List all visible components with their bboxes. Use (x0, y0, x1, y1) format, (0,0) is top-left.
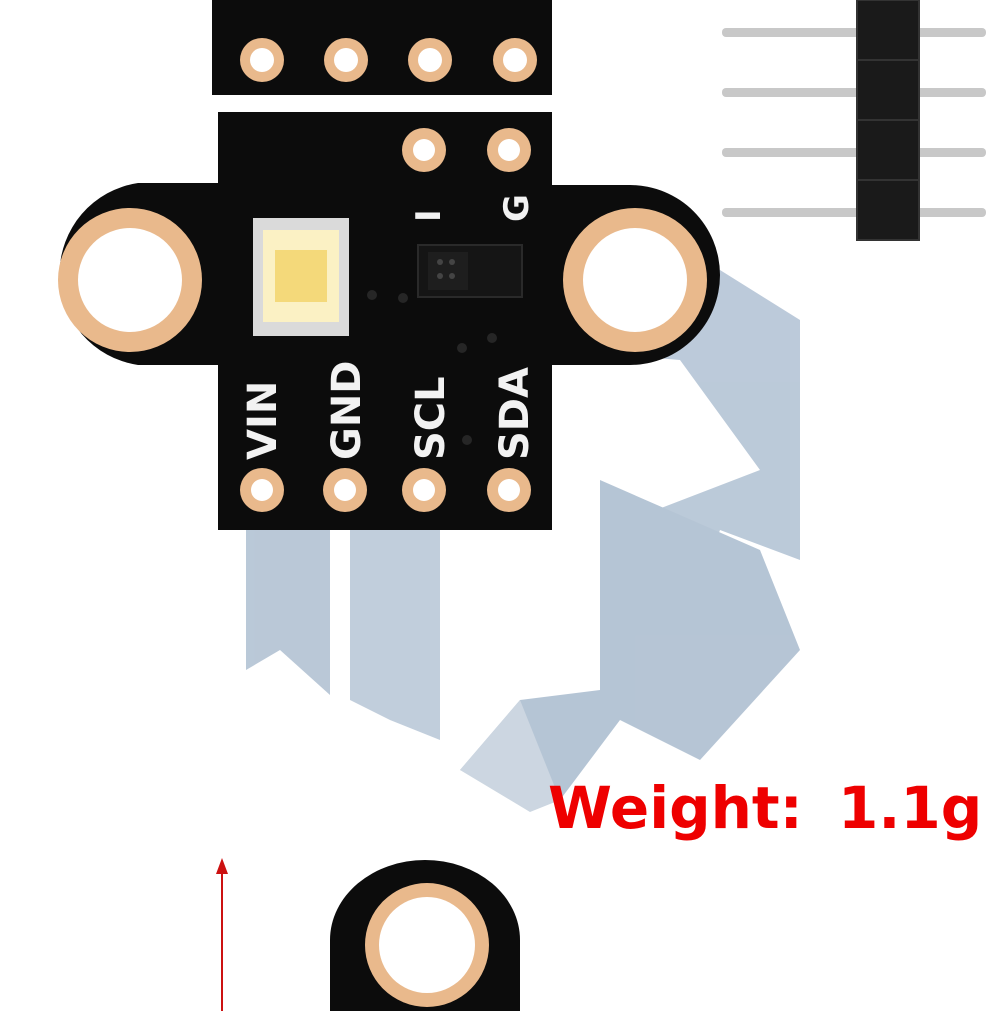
pin-label-scl: SCL (408, 376, 454, 460)
dimension-arrow-icon (216, 858, 228, 1011)
led-icon (253, 218, 349, 336)
pin-label-sda: SDA (492, 367, 538, 460)
pin-label-gnd: GND (324, 360, 370, 460)
weight-value: 1.1g (838, 774, 982, 842)
pcb-top-piece (212, 0, 552, 103)
pcb-side-view (330, 860, 520, 1011)
pin-header-icon (722, 0, 986, 241)
weight-label: Weight: (548, 774, 803, 842)
pcb-board: VIN GND SCL SDA I G (58, 112, 721, 530)
sensor-chip-icon (417, 244, 523, 298)
top-label-g: G (497, 194, 537, 222)
pin-label-vin: VIN (240, 381, 286, 460)
top-label-i: I (409, 209, 449, 222)
